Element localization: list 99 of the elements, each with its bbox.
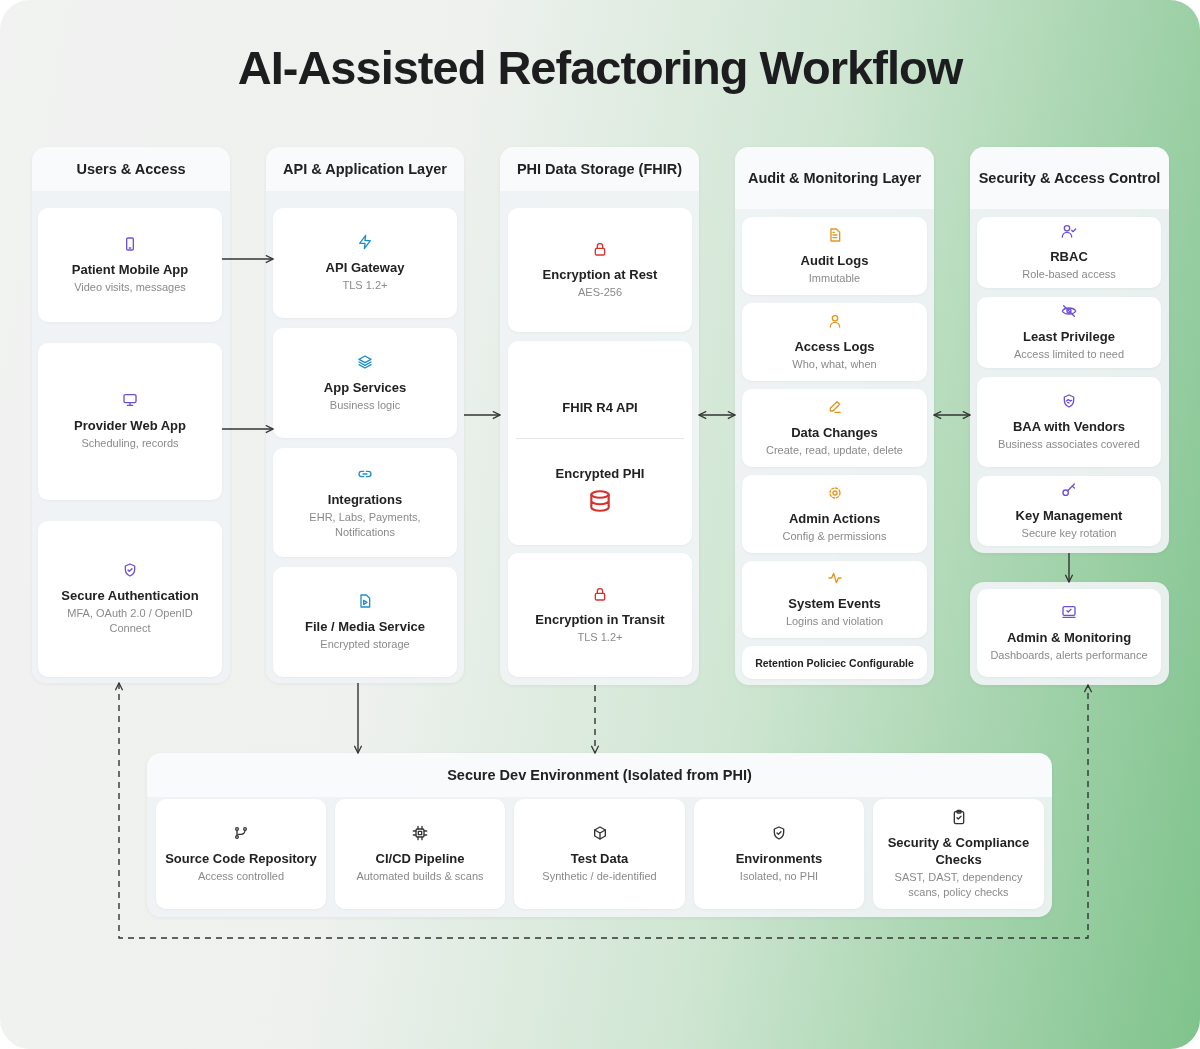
card-title: Source Code Repository: [164, 849, 318, 867]
card-title: System Events: [787, 595, 882, 612]
card-subtitle: TLS 1.2+: [576, 629, 624, 645]
card-title: FHIR R4 API: [561, 398, 639, 416]
card-subtitle: Immutable: [807, 270, 862, 286]
card-subtitle: Business logic: [328, 397, 402, 413]
component-card: [156, 799, 326, 909]
component-card: [38, 521, 222, 677]
card-title: Secure Authentication: [60, 587, 200, 604]
card-title: Encryption in Transit: [534, 610, 666, 628]
component-card: [273, 448, 457, 557]
card-subtitle: EHR, Labs, Payments, Notifications: [308, 509, 422, 540]
panel-heading: Users & Access: [75, 160, 187, 179]
panel-heading: Audit & Monitoring Layer: [746, 169, 923, 188]
card-subtitle: TLS 1.2+: [341, 277, 389, 293]
panel-heading: Secure Dev Environment (Isolated from PHI): [446, 766, 753, 785]
card-title: Encryption at Rest: [541, 265, 659, 283]
card-title: Provider Web App: [73, 417, 187, 434]
component-card: [742, 475, 927, 553]
card-title: Data Changes: [790, 423, 879, 441]
arrow: [221, 424, 274, 434]
card-title: File / Media Service: [304, 617, 426, 635]
card-subtitle: Who, what, when: [791, 356, 878, 372]
component-card: [508, 341, 692, 545]
card-title: Encrypted PHI: [554, 464, 646, 482]
layer-panel: [32, 147, 230, 683]
note-text: Retention Policiec Configurable: [755, 656, 914, 669]
card-subtitle: MFA, OAuth 2.0 / OpenID Connect: [66, 606, 194, 636]
component-card: [742, 303, 927, 381]
arrow: [353, 682, 363, 754]
component-card: [508, 553, 692, 677]
arrow: [114, 682, 1093, 939]
component-card: [273, 328, 457, 438]
component-card: [273, 567, 457, 677]
card-title: Key Management: [1014, 506, 1124, 524]
component-card: [38, 343, 222, 500]
card-title: App Services: [322, 378, 408, 396]
card-subtitle: AES-256: [577, 284, 623, 300]
layer-panel: [500, 147, 699, 685]
component-card: [742, 217, 927, 295]
arrow: [933, 410, 971, 420]
card-title: Access Logs: [793, 337, 876, 355]
component-card: [977, 476, 1161, 546]
component-card: [977, 297, 1161, 368]
card-subtitle: Encrypted storage: [319, 636, 411, 652]
component-card: [742, 561, 927, 638]
layer-panel: [735, 147, 934, 685]
layer-panel: [970, 147, 1169, 553]
card-subtitle: Video visits, messages: [73, 279, 187, 295]
card-title: Integrations: [326, 490, 404, 508]
card-title: Audit Logs: [799, 251, 870, 269]
card-title: Patient Mobile App: [70, 260, 190, 278]
card-subtitle: Synthetic / de-identified: [541, 868, 658, 884]
card-title: BAA with Vendors: [1011, 417, 1127, 435]
arrow: [1064, 552, 1074, 583]
card-title: Admin Actions: [787, 509, 882, 527]
card-title: API Gateway: [324, 258, 406, 276]
card-subtitle: Automated builds & scans: [355, 868, 485, 884]
layer-panel: [147, 753, 1052, 917]
arrow: [590, 684, 600, 754]
arrow: [221, 254, 274, 264]
diagram-title: AI-Assisted Refactoring Workflow: [236, 40, 964, 95]
card-subtitle: Dashboards, alerts performance: [989, 647, 1149, 663]
card-subtitle: Create, read, update, delete: [765, 442, 904, 458]
panel-heading: PHI Data Storage (FHIR): [515, 160, 684, 179]
component-card: [514, 799, 685, 909]
card-title: CI/CD Pipeline: [374, 849, 466, 867]
card-subtitle: Isolated, no PHI: [738, 868, 820, 884]
component-card: [977, 217, 1161, 288]
component-card: [335, 799, 505, 909]
component-card: [273, 208, 457, 318]
card-subtitle: Business associates covered: [997, 436, 1141, 452]
component-card: [873, 799, 1044, 909]
card-subtitle: Role-based access: [1021, 267, 1117, 282]
card-title: Test Data: [569, 849, 630, 867]
component-card: [38, 208, 222, 322]
card-subtitle: Access limited to need: [1012, 347, 1126, 362]
card-title: Environments: [734, 849, 824, 867]
card-subtitle: Logins and violation: [784, 614, 885, 629]
component-card: [508, 208, 692, 332]
card-subtitle: Access controlled: [196, 868, 286, 884]
arrow: [698, 410, 736, 420]
panel-heading: API & Application Layer: [282, 160, 448, 179]
card-subtitle: Secure key rotation: [1020, 525, 1118, 541]
layer-panel: [266, 147, 464, 683]
panel-heading: Security & Access Control: [977, 169, 1162, 188]
note-card: [742, 646, 927, 679]
component-card: [742, 389, 927, 467]
arrow: [463, 410, 501, 420]
card-title: Least Privilege: [1022, 328, 1116, 345]
card-subtitle: SAST, DAST, dependency scans, policy checks: [893, 869, 1024, 900]
card-title: RBAC: [1049, 248, 1089, 265]
panel-background: [970, 582, 1169, 685]
card-subtitle: Scheduling, records: [80, 436, 180, 451]
card-subtitle: Config & permissions: [781, 528, 888, 544]
card-title: Security & Compliance Checks: [886, 833, 1031, 868]
card-title: Admin & Monitoring: [1005, 628, 1133, 646]
component-card: [977, 377, 1161, 467]
component-card: [694, 799, 864, 909]
